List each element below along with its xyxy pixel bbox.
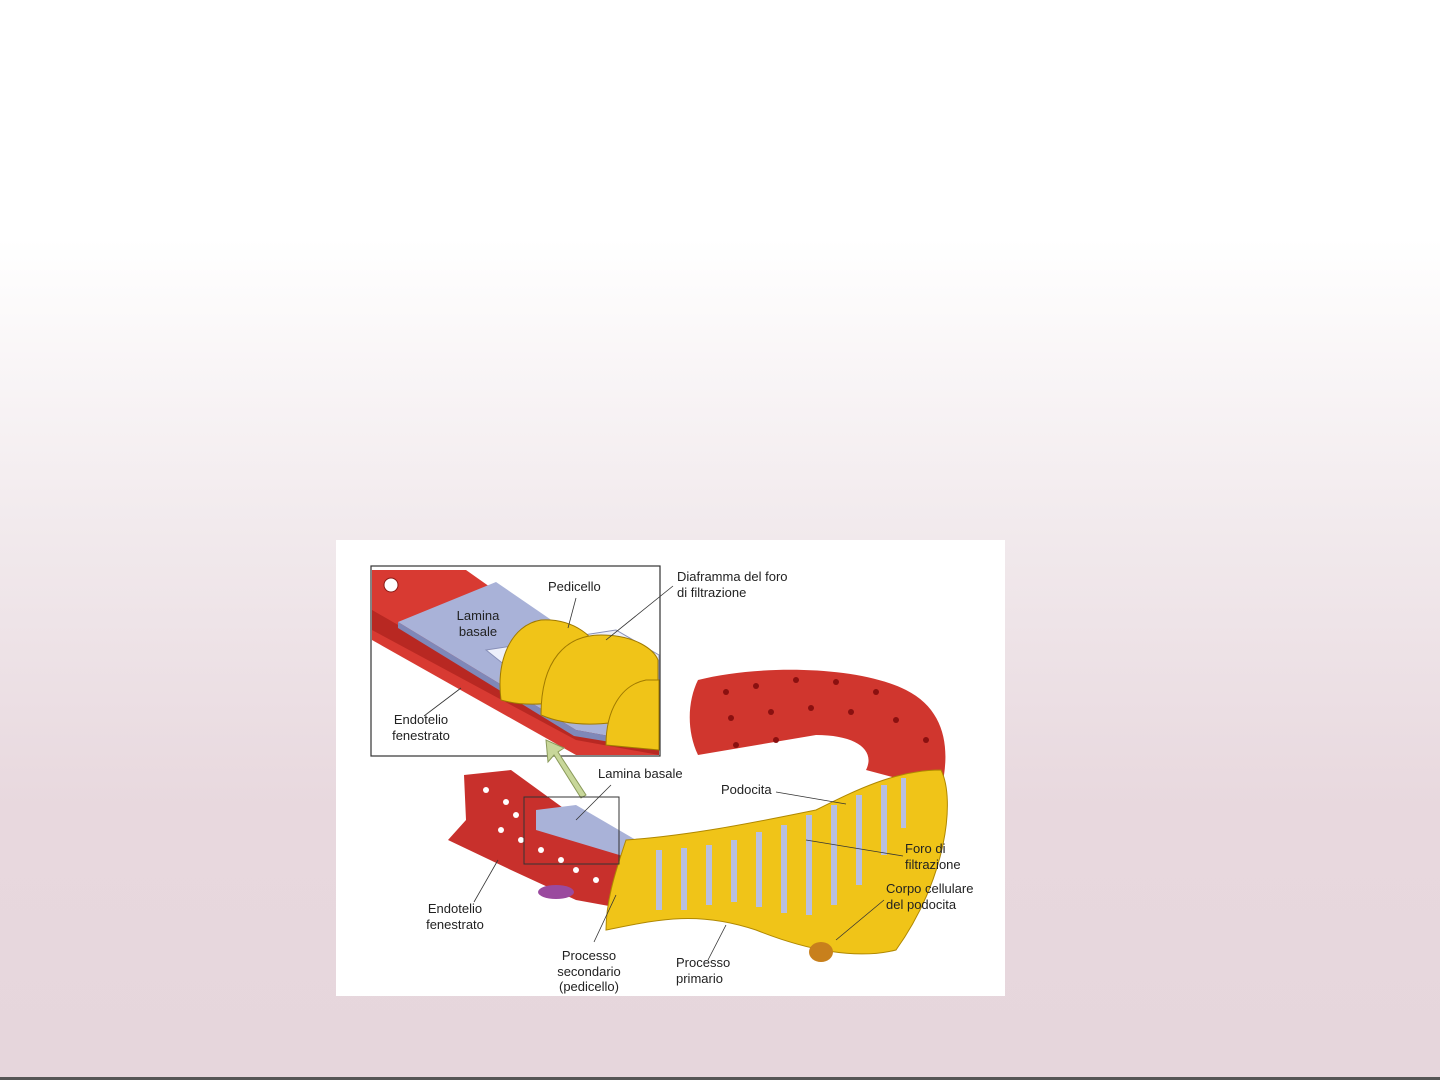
label-line: Corpo cellulare: [886, 881, 974, 896]
label-processo-secondario: Processo secondario (pedicello): [549, 948, 629, 995]
label-line: di filtrazione: [677, 584, 747, 600]
label-line: secondario: [557, 963, 621, 979]
capillary-red: [689, 669, 946, 790]
bottom-border: [0, 1077, 1440, 1080]
label-line: Foro di: [905, 841, 946, 856]
label-line: fenestrato: [426, 916, 484, 932]
label-pedicello-inset: Pedicello: [548, 579, 601, 594]
inset-magnification: [370, 565, 661, 757]
label-line: Diaframma del foro: [677, 569, 788, 584]
label-endotelio-inset: Endotelio fenestrato: [388, 712, 454, 743]
label-lamina-basale-inset: Lamina basale: [454, 608, 502, 639]
magnify-arrow-icon: [545, 739, 587, 799]
label-podocita: Podocita: [721, 782, 772, 797]
label-line: (pedicello): [559, 979, 619, 994]
label-line: Endotelio: [393, 712, 449, 727]
label-line: Processo: [561, 948, 617, 963]
label-corpo-cellulare: Corpo cellulare del podocita: [886, 881, 973, 912]
label-line: filtrazione: [905, 856, 961, 872]
label-endotelio-fenestrato: Endotelio fenestrato: [422, 901, 488, 932]
leader-lines: [423, 585, 904, 961]
zoom-region-box: [523, 796, 620, 865]
glomerular-filtration-diagram: Pedicello Lamina basale Diaframma del fo…: [336, 540, 1005, 996]
label-line: del podocita: [886, 896, 957, 912]
label-line: fenestrato: [392, 727, 450, 743]
label-lamina-basale: Lamina basale: [598, 766, 683, 781]
label-line: Endotelio: [427, 901, 483, 916]
label-processo-primario: Processo primario: [676, 955, 730, 986]
podocyte-yellow: [605, 769, 948, 962]
label-line: Lamina: [456, 608, 500, 623]
label-foro-filtrazione: Foro di filtrazione: [905, 841, 961, 872]
diagram-illustration: [370, 565, 948, 962]
endothelium-red: [448, 770, 636, 910]
label-line: Processo: [676, 955, 731, 970]
label-diaframma: Diaframma del foro di filtrazione: [677, 569, 788, 600]
label-line: basale: [458, 623, 498, 639]
label-line: primario: [676, 970, 723, 986]
